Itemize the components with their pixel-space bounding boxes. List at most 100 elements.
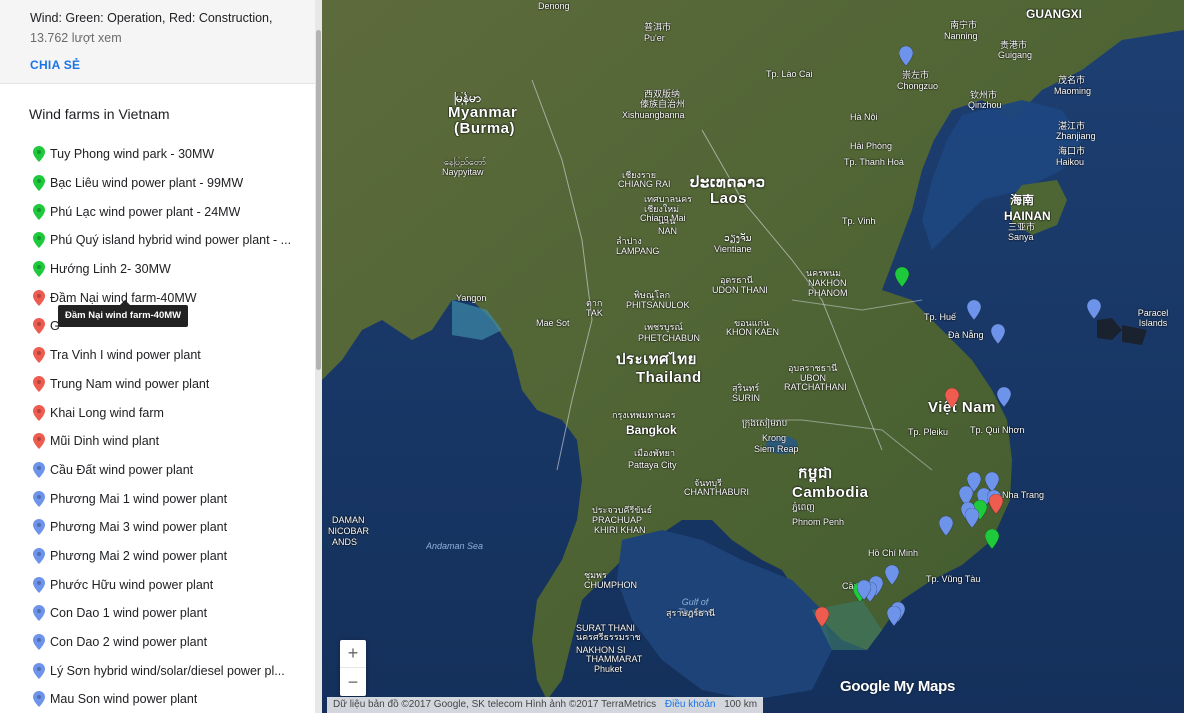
map-place-label: Tp. Thanh Hoá	[844, 157, 904, 167]
map-place-label: Cambodia	[792, 485, 869, 501]
map-marker-pin[interactable]	[894, 266, 910, 288]
map-place-label: Chongzuo	[897, 81, 939, 91]
map-marker-pin[interactable]	[996, 386, 1012, 408]
map-marker-pin[interactable]	[984, 528, 1000, 550]
place-name: Hướng Linh 2- 30MW	[50, 262, 171, 277]
place-name: Tuy Phong wind park - 30MW	[50, 147, 215, 162]
map-marker-pin[interactable]	[1086, 298, 1102, 320]
sidebar-scrollbar[interactable]	[315, 0, 322, 713]
map-marker-pin[interactable]	[966, 471, 982, 493]
place-list-item[interactable]: Phương Mai 3 wind power plant	[0, 513, 322, 542]
map-attribution: Dữ liệu bản đồ ©2017 Google, SK telecom …	[327, 697, 764, 713]
place-list-item[interactable]: Bạc Liêu wind power plant - 99MW	[0, 169, 322, 198]
map-marker-pin[interactable]	[944, 387, 960, 409]
map-place-label: HAINAN	[1004, 210, 1051, 223]
map-place-label: ວຽງຈັນ	[724, 233, 752, 243]
place-list-item[interactable]: Hướng Linh 2- 30MW	[0, 255, 322, 284]
map-place-label: อุดรธานี	[720, 275, 753, 285]
map-place-label: THAMMARAT	[586, 654, 643, 664]
place-list-item[interactable]: Mũi Dinh wind plant	[0, 427, 322, 456]
place-list-item[interactable]: G	[0, 312, 322, 341]
map-marker-pin[interactable]	[884, 564, 900, 586]
map-place-label: PHETCHABUN	[638, 333, 701, 343]
map-place-label: เมืองพัทยา	[634, 448, 676, 458]
place-list-item[interactable]: Cầu Đất wind power plant	[0, 456, 322, 485]
map-place-label: Zhanjiang	[1056, 131, 1096, 141]
map-place-label: 三亚市	[1008, 222, 1036, 232]
place-name: Trung Nam wind power plant	[50, 376, 210, 391]
place-list-item[interactable]: Phước Hữu wind power plant	[0, 570, 322, 599]
map-place-label: 西双版纳	[644, 89, 681, 99]
map-pin-icon	[33, 461, 45, 478]
map-place-label: Yangon	[456, 293, 487, 303]
map-place-label: Maoming	[1054, 86, 1092, 96]
map-place-label: NAN	[658, 226, 678, 236]
place-list-item[interactable]: Con Dao 2 wind power plant	[0, 628, 322, 657]
map-place-label: PHANOM	[808, 288, 848, 298]
map-pin-icon	[33, 662, 45, 679]
map-place-label: ประจวบคีรีขันธ์	[592, 505, 653, 515]
map-pin-icon	[33, 289, 45, 306]
map-marker-pin[interactable]	[966, 299, 982, 321]
layer-title: Wind farms in Vietnam	[29, 106, 170, 122]
place-list-item[interactable]: Con Dao 1 wind power plant	[0, 599, 322, 628]
map-place-label: Đà Nẵng	[948, 330, 984, 340]
terms-link[interactable]: Điều khoản	[664, 699, 716, 710]
map-pin-icon	[964, 507, 980, 529]
map-pin-icon	[938, 515, 954, 537]
zoom-out-button[interactable]: −	[347, 671, 359, 692]
map-place-label: Xishuangbanna	[622, 110, 685, 120]
zoom-in-button[interactable]: +	[340, 640, 366, 668]
map-marker-pin[interactable]	[938, 515, 954, 537]
map-place-label: Pattaya City	[628, 460, 677, 470]
map-place-label: Krong	[762, 433, 787, 443]
map-marker-pin[interactable]	[964, 507, 980, 529]
map-place-label: Mae Sot	[536, 318, 570, 328]
map-place-label: เชียงใหม่	[644, 204, 680, 214]
map-place-label: Qinzhou	[968, 100, 1002, 110]
map-place-label: Hà Nội	[850, 112, 878, 122]
place-list-item[interactable]: Tuy Phong wind park - 30MW	[0, 140, 322, 169]
map-marker-pin[interactable]	[988, 493, 1004, 515]
place-list-item[interactable]: Phú Lạc wind power plant - 24MW	[0, 197, 322, 226]
map-pin-icon	[33, 547, 45, 564]
map-description: Wind: Green: Operation, Red: Constructio…	[30, 11, 273, 25]
map-place-label: 海口市	[1058, 146, 1086, 156]
place-name: Phương Mai 1 wind power plant	[50, 491, 228, 506]
map-place-label: DAMAN	[332, 515, 365, 525]
map-place-label: Gulf of Thailand	[677, 597, 713, 617]
map-pin-icon	[894, 266, 910, 288]
place-list-item[interactable]: Khai Long wind farm	[0, 398, 322, 427]
share-button[interactable]: CHIA SẺ	[30, 58, 81, 72]
place-list-item[interactable]: Mau Son wind power plant	[0, 685, 322, 713]
place-list-item[interactable]: Tra Vinh I wind power plant	[0, 341, 322, 370]
place-list-item[interactable]: Trung Nam wind power plant	[0, 370, 322, 399]
scrollbar-thumb[interactable]	[316, 30, 321, 370]
map-info-header: Wind: Green: Operation, Red: Constructio…	[0, 0, 322, 84]
map-pin-icon	[814, 606, 830, 628]
map-place-label: ชุมพร	[584, 570, 607, 580]
map-place-label: 南宁市	[950, 20, 978, 30]
place-list-item[interactable]: Phú Quý island hybrid wind power plant -…	[0, 226, 322, 255]
map-pin-icon	[33, 203, 45, 220]
map-place-label: KHIRI KHAN	[594, 525, 646, 535]
map-place-label: 崇左市	[902, 70, 930, 80]
map-place-label: NAKHON	[808, 278, 847, 288]
map-pin-icon	[33, 375, 45, 392]
map-marker-pin[interactable]	[990, 323, 1006, 345]
map-place-label: 海南	[1010, 194, 1035, 207]
map-marker-pin[interactable]	[886, 605, 902, 627]
place-list-item[interactable]: Lý Sơn hybrid wind/solar/diesel power pl…	[0, 656, 322, 685]
map-marker-pin[interactable]	[898, 45, 914, 67]
place-list-item[interactable]: Phương Mai 2 wind power plant	[0, 542, 322, 571]
map-marker-pin[interactable]	[856, 579, 872, 601]
place-name: Mũi Dinh wind plant	[50, 434, 160, 449]
map-place-label: SURIN	[732, 393, 761, 403]
place-list-item[interactable]: Phương Mai 1 wind power plant	[0, 484, 322, 513]
map-place-label: Tp. Pleiku	[908, 427, 949, 437]
map-pin-icon	[1086, 298, 1102, 320]
place-list-item[interactable]: Đầm Nại wind farm-40MW	[0, 283, 322, 312]
map-marker-pin[interactable]	[814, 606, 830, 628]
map-pin-icon	[944, 387, 960, 409]
